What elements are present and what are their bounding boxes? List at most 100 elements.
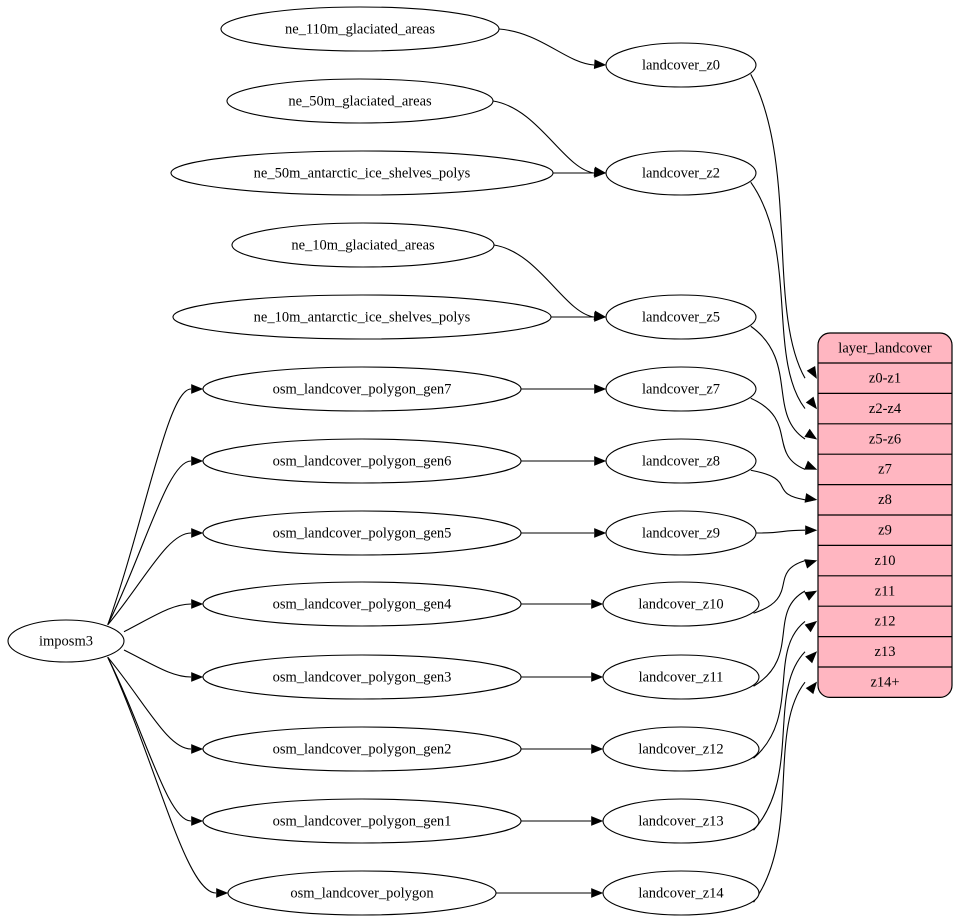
layer-node-label: landcover_z5 (642, 309, 720, 325)
edge-landcover_z9-to-layer_landcover.z9 (755, 529, 806, 534)
edge-arrowhead (591, 816, 604, 826)
node-ne_110m_glaciated_areas[interactable]: ne_110m_glaciated_areas (220, 6, 500, 52)
source-node-label: ne_10m_antarctic_ice_shelves_polys (254, 309, 471, 325)
edge-arrowhead (191, 384, 204, 394)
layer-landcover-record[interactable]: layer_landcoverz0-z1z2-z4z5-z6z7z8z9z10z… (817, 332, 953, 698)
table-row-label-z11[interactable]: z11 (875, 583, 895, 599)
node-landcover_z12[interactable]: landcover_z12 (602, 726, 760, 772)
table-row-label-z14+[interactable]: z14+ (870, 675, 899, 691)
layer-node-ellipse[interactable] (602, 726, 760, 772)
layer-node-ellipse[interactable] (602, 870, 760, 916)
node-osm_landcover_polygon_gen3[interactable]: osm_landcover_polygon_gen3 (202, 654, 522, 700)
source-node-label: osm_landcover_polygon_gen3 (273, 669, 452, 685)
edge-arrowhead (804, 620, 818, 633)
layer-node-ellipse[interactable] (605, 438, 757, 484)
node-ne_10m_antarctic_ice_shelves_polys[interactable]: ne_10m_antarctic_ice_shelves_polys (172, 294, 552, 340)
edge-imposm3-to-osm_landcover_polygon_gen7 (107, 388, 192, 625)
source-node-ellipse[interactable] (202, 438, 522, 484)
layer-node-ellipse[interactable] (605, 150, 757, 196)
edge-arrowhead (594, 528, 607, 538)
source-node-ellipse[interactable] (172, 294, 552, 340)
layer-node-label: landcover_z2 (642, 165, 720, 181)
source-node-ellipse[interactable] (170, 150, 554, 196)
table-row-label-z12[interactable]: z12 (875, 614, 896, 630)
source-node-label: osm_landcover_polygon_gen2 (273, 741, 452, 757)
root-node-ellipse[interactable] (7, 619, 125, 663)
source-node-ellipse[interactable] (202, 726, 522, 772)
source-node-label: osm_landcover_polygon_gen7 (273, 381, 452, 397)
node-landcover_z13[interactable]: landcover_z13 (602, 798, 760, 844)
edge-imposm3-to-osm_landcover_polygon_gen2 (107, 656, 192, 750)
layer-node-ellipse[interactable] (602, 581, 760, 627)
table-row-label-z2-z4[interactable]: z2-z4 (869, 401, 902, 417)
edge-landcover_z8-to-layer_landcover.z8 (750, 469, 806, 501)
source-node-ellipse[interactable] (227, 870, 497, 916)
layer-node-ellipse[interactable] (605, 294, 757, 340)
table-row-label-z0-z1[interactable]: z0-z1 (869, 371, 901, 387)
edge-imposm3-to-osm_landcover_polygon_gen4 (123, 603, 192, 633)
table-row-label-z10[interactable]: z10 (875, 553, 896, 569)
layer-node-label: landcover_z0 (642, 57, 720, 73)
edge-landcover_z5-to-layer_landcover.z5-z6 (750, 325, 806, 440)
edge-arrowhead (805, 525, 818, 536)
layer-node-label: landcover_z10 (638, 596, 723, 612)
node-ne_50m_antarctic_ice_shelves_polys[interactable]: ne_50m_antarctic_ice_shelves_polys (170, 150, 554, 196)
edge-imposm3-to-osm_landcover_polygon_gen3 (123, 649, 192, 678)
node-osm_landcover_polygon_gen7[interactable]: osm_landcover_polygon_gen7 (202, 366, 522, 412)
edge-imposm3-to-osm_landcover_polygon_gen1 (107, 656, 192, 822)
table-row-label-z9[interactable]: z9 (878, 523, 892, 539)
edge-arrowhead (804, 493, 818, 503)
table-row-label-z7[interactable]: z7 (878, 462, 892, 478)
edge-landcover_z7-to-layer_landcover.z7 (750, 397, 806, 470)
edge-arrowhead (191, 456, 204, 466)
node-landcover_z9[interactable]: landcover_z9 (605, 510, 757, 556)
edge-arrowhead (191, 528, 204, 538)
node-imposm3[interactable]: imposm3 (7, 619, 125, 663)
node-landcover_z7[interactable]: landcover_z7 (605, 366, 757, 412)
layer-node-ellipse[interactable] (605, 366, 757, 412)
node-landcover_z8[interactable]: landcover_z8 (605, 438, 757, 484)
node-osm_landcover_polygon_gen6[interactable]: osm_landcover_polygon_gen6 (202, 438, 522, 484)
edge-arrowhead (591, 744, 604, 754)
source-node-ellipse[interactable] (226, 78, 494, 124)
layer-node-label: landcover_z13 (638, 813, 723, 829)
layer-node-ellipse[interactable] (602, 654, 760, 700)
source-node-label: osm_landcover_polygon_gen6 (273, 453, 452, 469)
node-osm_landcover_polygon_gen1[interactable]: osm_landcover_polygon_gen1 (202, 798, 522, 844)
source-node-ellipse[interactable] (220, 6, 500, 52)
layer-node-ellipse[interactable] (605, 42, 757, 88)
source-node-ellipse[interactable] (202, 798, 522, 844)
source-node-label: osm_landcover_polygon_gen4 (273, 596, 453, 612)
node-osm_landcover_polygon_gen2[interactable]: osm_landcover_polygon_gen2 (202, 726, 522, 772)
layer-node-ellipse[interactable] (605, 510, 757, 556)
node-osm_landcover_polygon_gen4[interactable]: osm_landcover_polygon_gen4 (202, 581, 522, 627)
node-osm_landcover_polygon[interactable]: osm_landcover_polygon (227, 870, 497, 916)
node-ne_10m_glaciated_areas[interactable]: ne_10m_glaciated_areas (231, 222, 495, 268)
node-landcover_z2[interactable]: landcover_z2 (605, 150, 757, 196)
table-row-label-z13[interactable]: z13 (875, 644, 896, 660)
node-ne_50m_glaciated_areas[interactable]: ne_50m_glaciated_areas (226, 78, 494, 124)
edge-imposm3-to-osm_landcover_polygon_gen5 (107, 532, 192, 626)
source-node-label: ne_10m_glaciated_areas (291, 237, 435, 253)
table-row-label-z5-z6[interactable]: z5-z6 (869, 431, 901, 447)
source-node-ellipse[interactable] (202, 581, 522, 627)
node-landcover_z14[interactable]: landcover_z14 (602, 870, 760, 916)
source-node-ellipse[interactable] (202, 510, 522, 556)
node-landcover_z10[interactable]: landcover_z10 (602, 581, 760, 627)
source-node-ellipse[interactable] (202, 366, 522, 412)
layer-node-ellipse[interactable] (602, 798, 760, 844)
source-node-ellipse[interactable] (231, 222, 495, 268)
node-landcover_z0[interactable]: landcover_z0 (605, 42, 757, 88)
source-node-ellipse[interactable] (202, 654, 522, 700)
table-row-label-z8[interactable]: z8 (878, 492, 892, 508)
node-landcover_z11[interactable]: landcover_z11 (602, 654, 760, 700)
layer-node-label: landcover_z8 (642, 453, 720, 469)
edge-arrowhead (804, 460, 818, 470)
edge-arrowhead (805, 681, 817, 695)
node-osm_landcover_polygon_gen5[interactable]: osm_landcover_polygon_gen5 (202, 510, 522, 556)
node-landcover_z5[interactable]: landcover_z5 (605, 294, 757, 340)
source-node-label: osm_landcover_polygon_gen1 (273, 813, 452, 829)
edge-landcover_z13-to-layer_landcover.z13 (753, 651, 806, 831)
source-node-label: osm_landcover_polygon (290, 885, 434, 901)
